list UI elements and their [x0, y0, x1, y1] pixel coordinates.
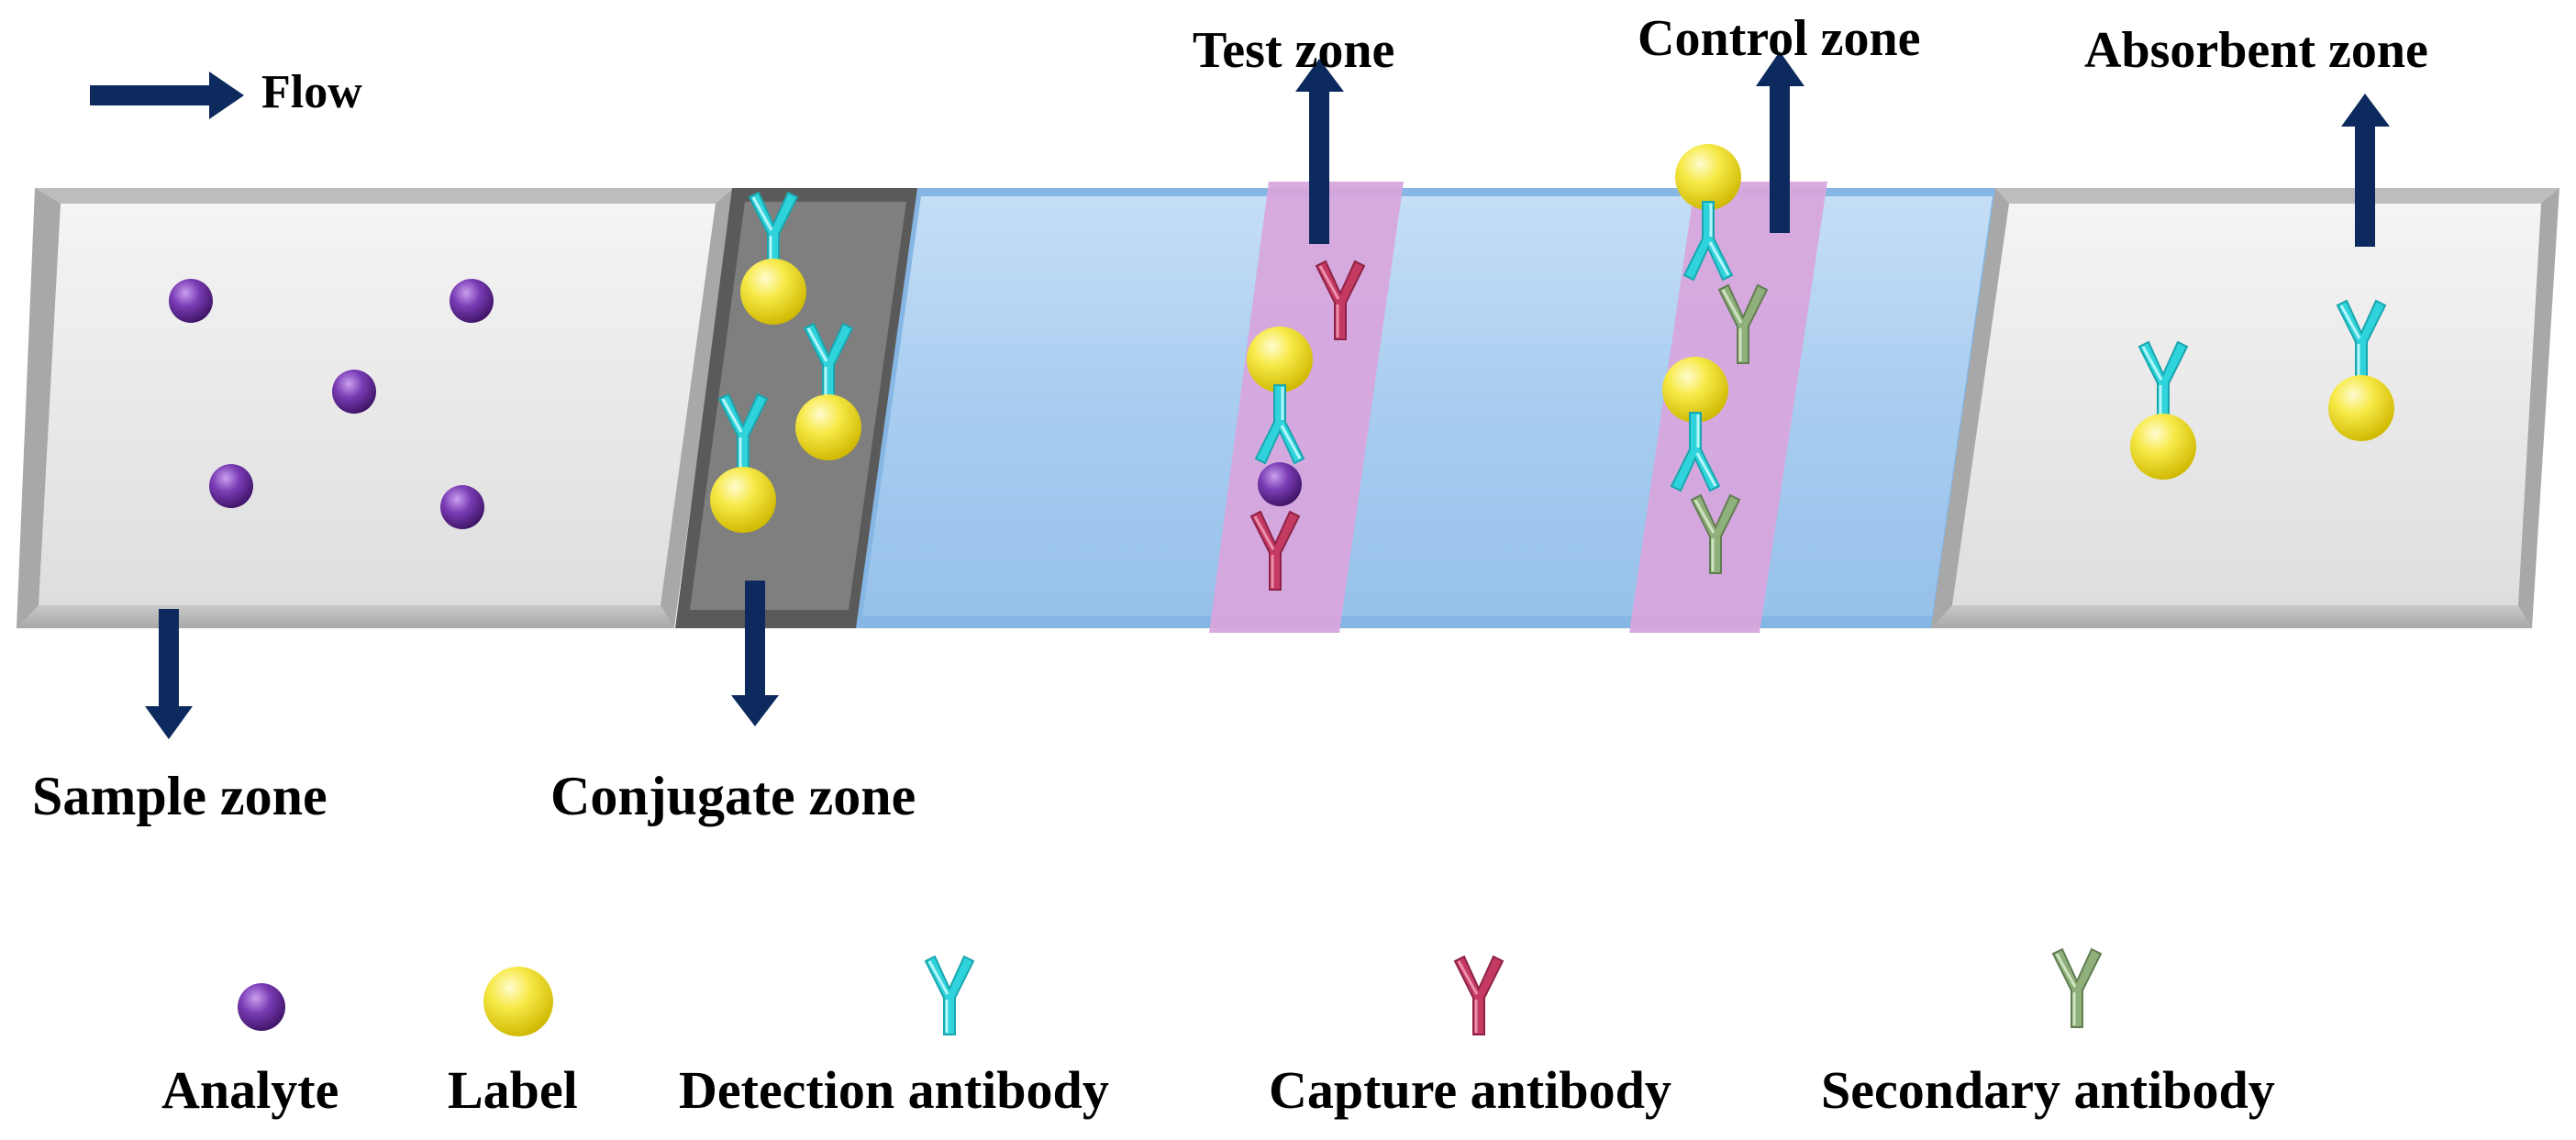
sample-zone-analytes	[169, 279, 494, 529]
test-zone-label: Test zone	[1193, 22, 1394, 79]
analyte-particle	[1258, 462, 1302, 506]
legend-item-detection-antibody: Detection antibody	[679, 955, 1109, 1120]
test-strip	[17, 182, 2559, 633]
conjugate-zone-conjugates	[710, 191, 861, 533]
test-zone-arrow-icon	[1295, 59, 1344, 244]
analyte-particle	[209, 464, 253, 508]
analyte-particle	[169, 279, 213, 323]
control-line	[1629, 182, 1827, 633]
analyte-particle	[440, 485, 484, 529]
legend-label-label: Label	[448, 1060, 578, 1120]
sample-zone-arrow-icon	[145, 609, 193, 739]
sample-zone-label: Sample zone	[32, 766, 328, 826]
legend-item-analyte: Analyte	[161, 983, 339, 1120]
conjugate-zone-label: Conjugate zone	[550, 766, 916, 826]
legend-item-label: Label	[448, 967, 578, 1120]
legend-detection-antibody-label: Detection antibody	[679, 1060, 1109, 1120]
absorbent-zone-conjugates	[2130, 299, 2394, 480]
label-particle	[1662, 357, 1728, 423]
label-particle	[1247, 327, 1313, 393]
legend-analyte-icon	[238, 983, 285, 1031]
absorbent-pad	[1931, 188, 2559, 628]
control-zone-complexes	[1662, 144, 1769, 575]
legend-capture-antibody-icon	[1453, 955, 1505, 1036]
label-particle	[2130, 414, 2196, 480]
label-particle	[2328, 375, 2394, 441]
legend-analyte-label: Analyte	[161, 1060, 339, 1120]
legend-secondary-antibody-label: Secondary antibody	[1821, 1060, 2275, 1120]
control-zone-arrow-icon	[1756, 51, 1804, 233]
absorbent-zone-arrow-icon	[2341, 94, 2390, 247]
analyte-particle	[332, 370, 376, 414]
legend: Analyte Label Detection antibody Capture…	[161, 947, 2275, 1120]
absorbent-zone-label: Absorbent zone	[2084, 22, 2428, 79]
legend-item-capture-antibody: Capture antibody	[1269, 955, 1671, 1120]
test-zone-complexes	[1247, 260, 1366, 592]
membrane	[856, 188, 2000, 628]
control-zone-label: Control zone	[1638, 10, 1921, 67]
legend-item-secondary-antibody: Secondary antibody	[1821, 947, 2275, 1120]
arrows	[90, 51, 2390, 739]
flow-label: Flow	[261, 66, 362, 118]
legend-label-icon	[483, 967, 553, 1036]
legend-secondary-antibody-icon	[2051, 947, 2103, 1029]
label-particle	[1675, 144, 1741, 210]
analyte-particle	[450, 279, 494, 323]
conjugate-zone-arrow-icon	[731, 581, 779, 726]
label-particle	[710, 467, 776, 533]
label-particle	[740, 259, 806, 325]
legend-detection-antibody-icon	[924, 955, 975, 1036]
flow-arrow-icon	[90, 72, 244, 119]
label-particle	[795, 394, 861, 460]
sample-pad	[17, 188, 734, 628]
legend-capture-antibody-label: Capture antibody	[1269, 1060, 1671, 1120]
